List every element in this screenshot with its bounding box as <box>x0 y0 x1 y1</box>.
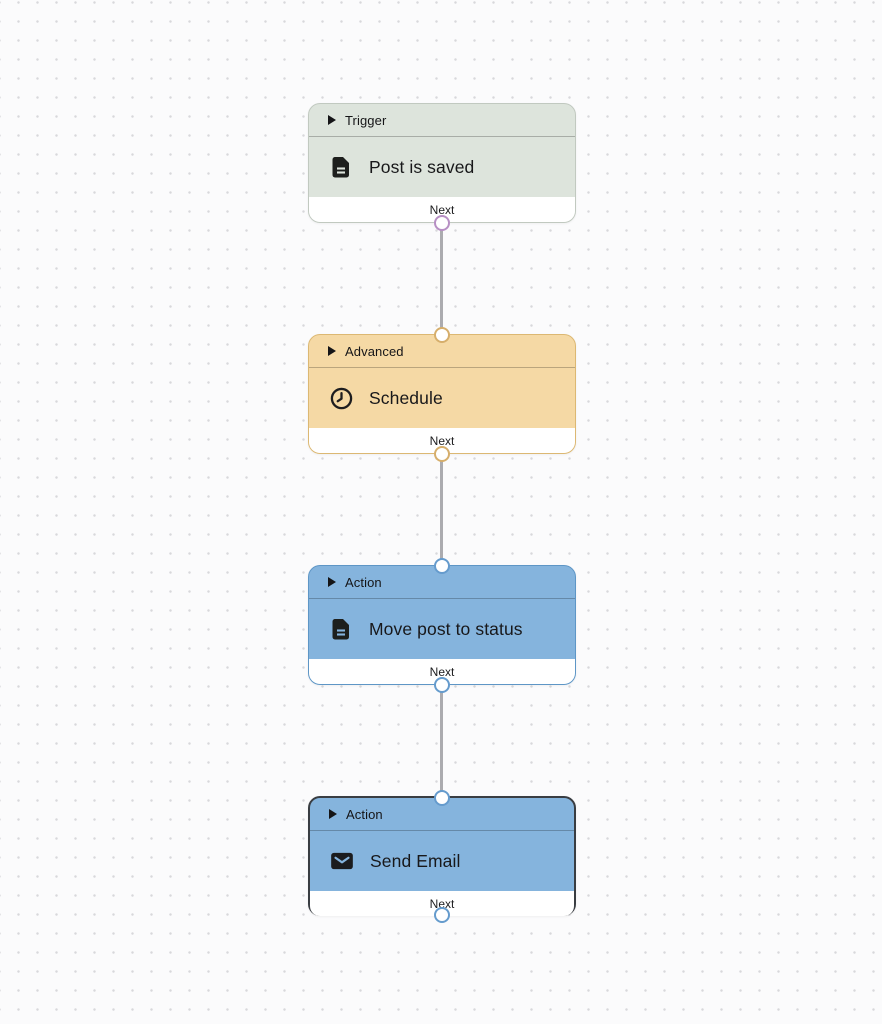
node-category-label: Action <box>345 574 382 590</box>
node-trigger-post-is-saved[interactable]: Trigger Post is saved Next <box>308 103 576 231</box>
output-handle[interactable] <box>434 214 450 231</box>
edge-schedule-to-move-post[interactable] <box>439 453 443 565</box>
collapse-triangle-icon <box>329 809 337 819</box>
node-body: Post is saved <box>309 137 575 197</box>
node-title: Move post to status <box>369 618 523 639</box>
input-handle[interactable] <box>434 789 450 806</box>
clock-icon <box>328 385 354 411</box>
node-body: Send Email <box>310 831 574 891</box>
output-handle[interactable] <box>434 676 450 693</box>
input-handle[interactable] <box>434 557 450 574</box>
node-body: Schedule <box>309 368 575 428</box>
node-action-move-post-to-status[interactable]: Action Move post to status Next <box>308 557 576 693</box>
collapse-triangle-icon <box>328 577 336 587</box>
document-icon <box>328 154 354 180</box>
output-handle[interactable] <box>434 906 450 923</box>
output-handle[interactable] <box>434 445 450 462</box>
node-title: Send Email <box>370 850 461 871</box>
node-advanced-schedule[interactable]: Advanced Schedule Next <box>308 326 576 462</box>
node-category-label: Trigger <box>345 112 387 128</box>
node-category-label: Advanced <box>345 343 404 359</box>
node-header[interactable]: Advanced <box>309 335 575 368</box>
node-header[interactable]: Action <box>310 798 574 831</box>
node-header[interactable]: Trigger <box>309 104 575 137</box>
edge-trigger-to-schedule[interactable] <box>439 222 443 334</box>
node-action-send-email[interactable]: Action Send Email Next <box>308 789 576 923</box>
mail-icon <box>329 848 355 874</box>
node-body: Move post to status <box>309 599 575 659</box>
node-category-label: Action <box>346 806 383 822</box>
node-title: Post is saved <box>369 156 475 177</box>
node-header[interactable]: Action <box>309 566 575 599</box>
collapse-triangle-icon <box>328 115 336 125</box>
edge-move-post-to-send-email[interactable] <box>439 684 443 796</box>
node-title: Schedule <box>369 387 443 408</box>
document-icon <box>328 616 354 642</box>
collapse-triangle-icon <box>328 346 336 356</box>
input-handle[interactable] <box>434 326 450 343</box>
